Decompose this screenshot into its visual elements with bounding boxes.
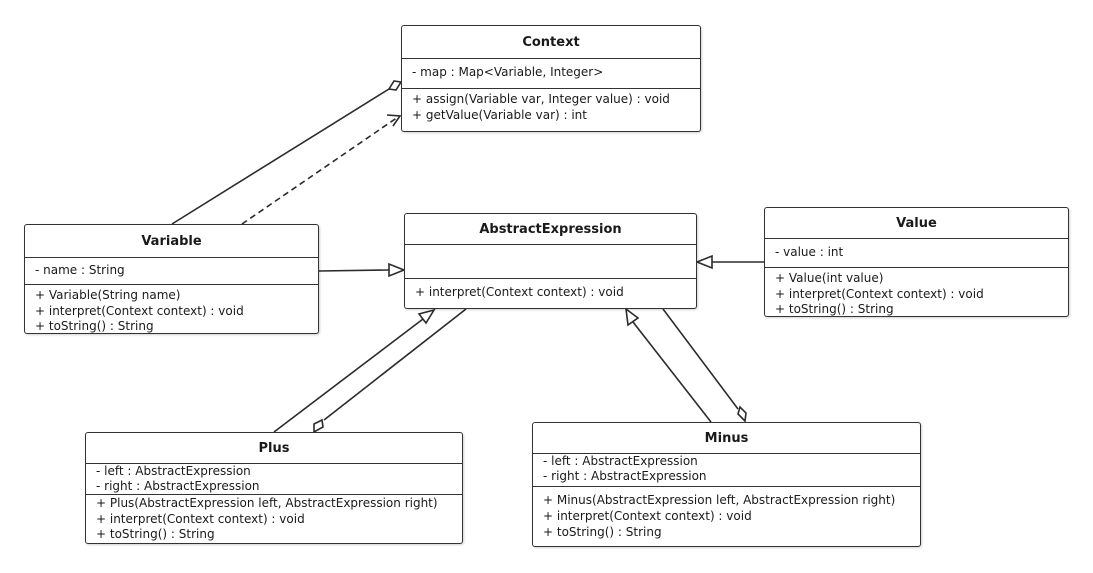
- aggregation-diamond-context: [387, 80, 403, 91]
- class-plus[interactable]: Plus - left : AbstractExpression - right…: [85, 432, 463, 544]
- dependency-arrowhead: [386, 114, 402, 127]
- generalization-triangle-variable: [388, 262, 407, 278]
- class-operations: + Plus(AbstractExpression left, Abstract…: [86, 495, 462, 543]
- class-attributes: - left : AbstractExpression - right : Ab…: [533, 454, 920, 487]
- generalization-triangle-minus: [624, 307, 640, 327]
- class-operations: + interpret(Context context) : void: [405, 279, 696, 301]
- class-abstract-expression[interactable]: AbstractExpression + interpret(Context c…: [404, 213, 697, 309]
- operation-constructor: + Variable(String name): [35, 288, 181, 302]
- class-name: Value: [765, 208, 1068, 239]
- operation-getvalue: + getValue(Variable var) : int: [412, 107, 587, 122]
- generalization-plus-line: [273, 318, 424, 433]
- class-minus[interactable]: Minus - left : AbstractExpression - righ…: [532, 422, 921, 547]
- attribute-right: - right : AbstractExpression: [96, 479, 260, 493]
- attribute-map: - map : Map<Variable, Integer>: [412, 65, 604, 79]
- aggregation-minus-line: [662, 308, 739, 410]
- generalization-variable-line: [318, 269, 390, 272]
- class-operations: + Minus(AbstractExpression left, Abstrac…: [533, 487, 920, 540]
- generalization-triangle-plus: [417, 308, 436, 325]
- class-context[interactable]: Context - map : Map<Variable, Integer> +…: [401, 25, 701, 132]
- operation-constructor: + Value(int value): [775, 271, 884, 285]
- operation-interpret: + interpret(Context context) : void: [543, 509, 752, 523]
- class-name: Minus: [533, 423, 920, 454]
- aggregation-variable-context-line: [171, 88, 390, 225]
- generalization-minus-line: [632, 321, 712, 423]
- operation-constructor: + Minus(AbstractExpression left, Abstrac…: [543, 493, 896, 507]
- operation-constructor: + Plus(AbstractExpression left, Abstract…: [96, 496, 438, 510]
- operation-tostring: + toString() : String: [775, 302, 894, 316]
- class-name: Plus: [86, 433, 462, 464]
- attribute-left: - left : AbstractExpression: [96, 464, 251, 478]
- class-operations: + Value(int value) + interpret(Context c…: [765, 268, 1068, 316]
- operation-interpret: + interpret(Context context) : void: [35, 303, 244, 318]
- operation-interpret: + interpret(Context context) : void: [775, 286, 984, 301]
- class-operations: + assign(Variable var, Integer value) : …: [402, 89, 700, 123]
- aggregation-diamond-minus: [737, 405, 747, 423]
- class-variable[interactable]: Variable - name : String + Variable(Stri…: [24, 224, 319, 334]
- operation-tostring: + toString() : String: [96, 527, 215, 541]
- class-attributes: - map : Map<Variable, Integer>: [402, 59, 700, 89]
- operation-assign: + assign(Variable var, Integer value) : …: [412, 92, 670, 106]
- aggregation-plus-line: [323, 308, 467, 421]
- class-name: Variable: [25, 225, 318, 258]
- generalization-triangle-value: [694, 254, 713, 270]
- attribute-left: - left : AbstractExpression: [543, 454, 698, 468]
- operation-interpret: + interpret(Context context) : void: [96, 511, 305, 526]
- class-attributes: - left : AbstractExpression - right : Ab…: [86, 464, 462, 495]
- class-value[interactable]: Value - value : int + Value(int value) +…: [764, 207, 1069, 317]
- aggregation-diamond-plus: [313, 418, 324, 434]
- dependency-variable-context-line: [241, 116, 399, 225]
- operation-interpret: + interpret(Context context) : void: [415, 285, 624, 299]
- operation-tostring: + toString() : String: [35, 319, 154, 333]
- operation-tostring: + toString() : String: [543, 525, 662, 539]
- attribute-right: - right : AbstractExpression: [543, 469, 707, 483]
- class-attributes: [405, 245, 696, 279]
- attribute-name: - name : String: [35, 263, 125, 277]
- attribute-value: - value : int: [775, 245, 844, 259]
- class-attributes: - value : int: [765, 239, 1068, 268]
- class-name: Context: [402, 26, 700, 59]
- class-name: AbstractExpression: [405, 214, 696, 245]
- class-operations: + Variable(String name) + interpret(Cont…: [25, 285, 318, 333]
- class-attributes: - name : String: [25, 258, 318, 285]
